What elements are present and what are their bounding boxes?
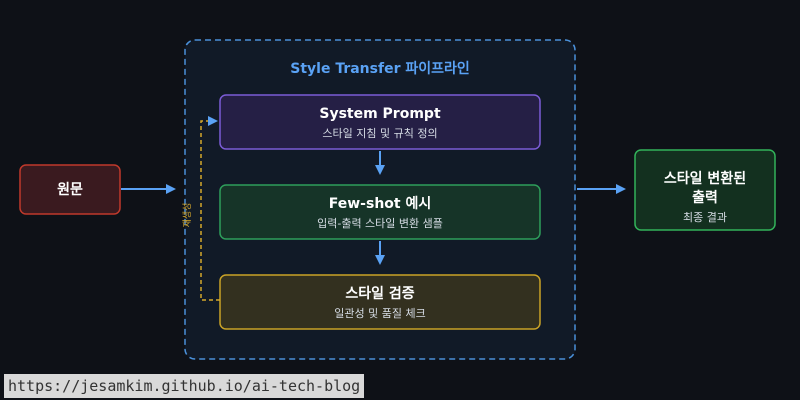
feedback-loop (200, 120, 220, 301)
step-few-shot-title: Few-shot 예시 (329, 196, 431, 212)
footer-url[interactable]: https://jesamkim.github.io/ai-tech-blog (4, 374, 365, 398)
step-verification-title: 스타일 검증 (345, 285, 414, 302)
step-verification-subtitle: 일관성 및 품질 체크 (334, 306, 425, 320)
source-label: 원문 (57, 182, 83, 198)
step-few-shot: Few-shot 예시 입력-출력 스타일 변환 샘플 (219, 184, 541, 240)
output-title-line2: 출력 (692, 189, 718, 206)
source-node: 원문 (19, 164, 121, 215)
output-node: 스타일 변환된 출력 최종 결과 (634, 149, 776, 231)
step-verification: 스타일 검증 일관성 및 품질 체크 (219, 274, 541, 330)
step-few-shot-subtitle: 입력-출력 스타일 변환 샘플 (317, 216, 443, 230)
output-subtitle: 최종 결과 (683, 211, 727, 224)
pipeline-title: Style Transfer 파이프라인 (290, 60, 470, 77)
step-system-prompt: System Prompt 스타일 지침 및 규칙 정의 (219, 94, 541, 150)
step-system-prompt-subtitle: 스타일 지침 및 규칙 정의 (322, 126, 437, 140)
feedback-loop-label: 재생성 (182, 203, 193, 228)
output-title-line1: 스타일 변환된 (664, 170, 746, 187)
feedback-loop-arrowhead (208, 116, 218, 126)
step-system-prompt-title: System Prompt (319, 106, 441, 122)
